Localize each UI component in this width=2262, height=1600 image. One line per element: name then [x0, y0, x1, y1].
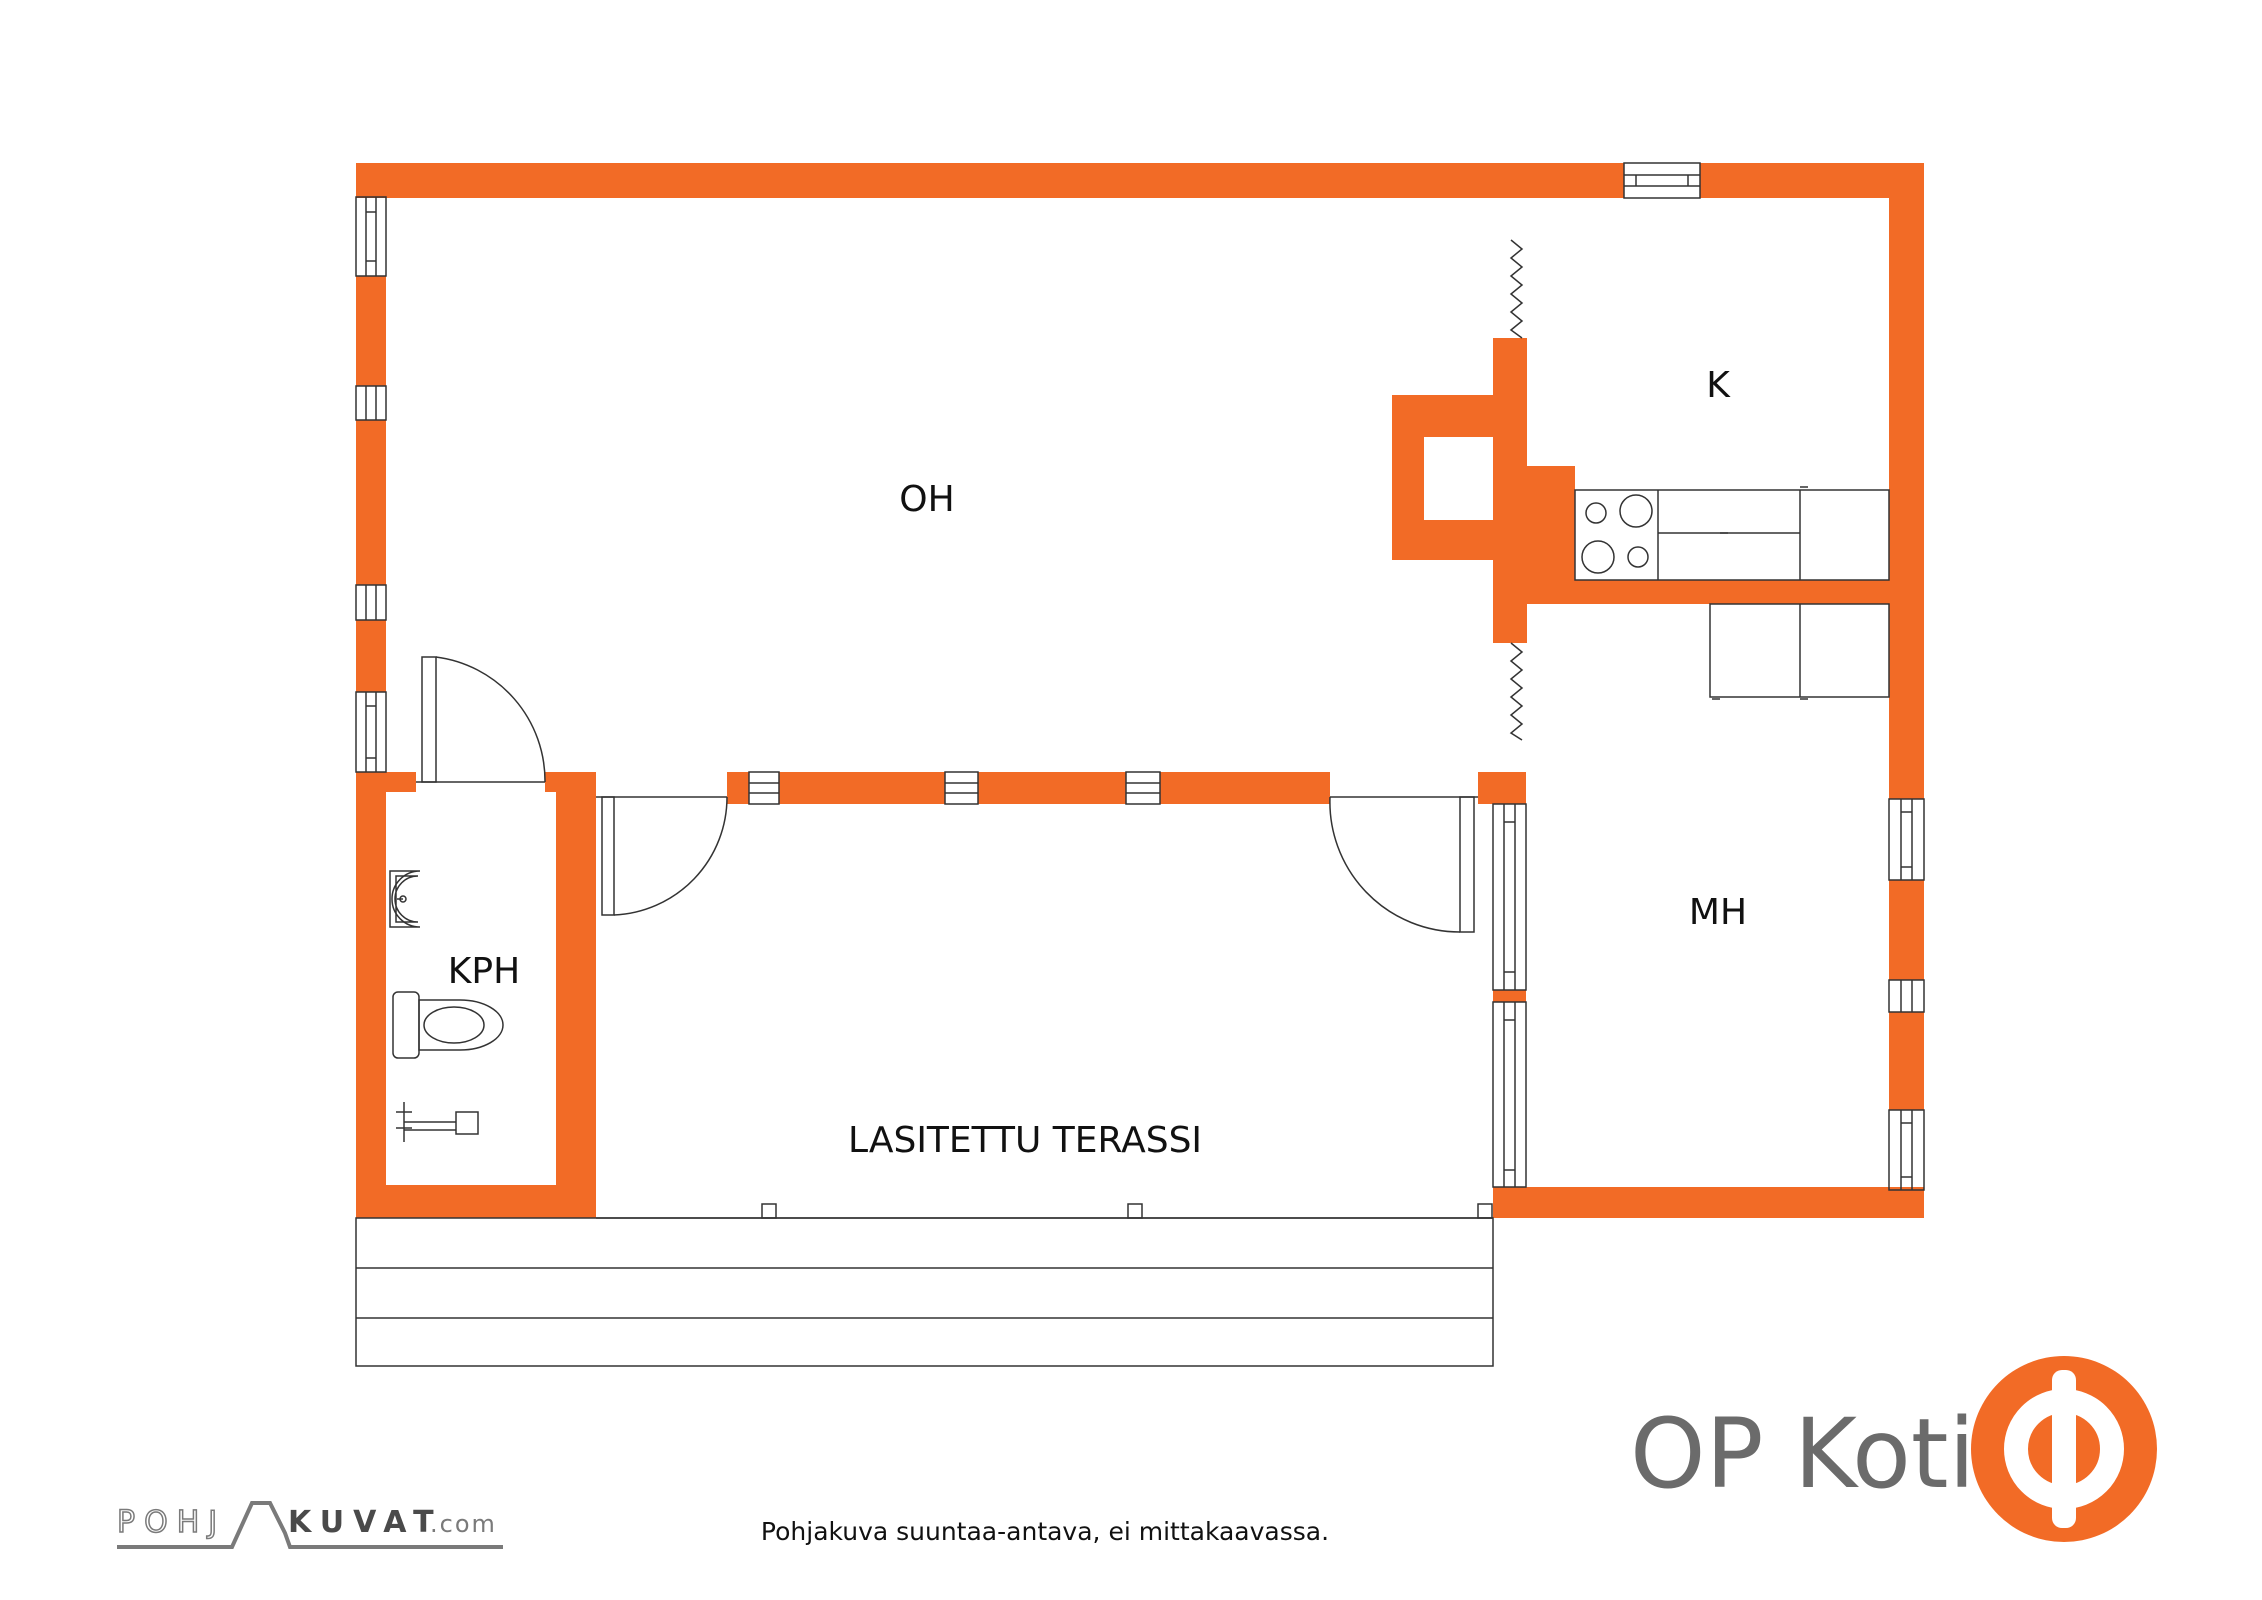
- kitchen-fixtures: [1574, 486, 1890, 700]
- doors: [416, 656, 1478, 933]
- disclaimer-caption: Pohjakuva suuntaa-antava, ei mittakaavas…: [761, 1517, 1329, 1546]
- stove-icon: [1581, 494, 1653, 574]
- pohjakuvat-watermark: POHJ KUVAT .com: [116, 1501, 503, 1549]
- watermark-part2: KUVAT: [288, 1505, 443, 1540]
- bathroom-fixtures: [389, 870, 504, 1142]
- watermark-suffix: .com: [430, 1510, 497, 1538]
- sink-icon: [389, 870, 421, 928]
- room-label-kitchen: K: [1706, 365, 1731, 406]
- op-logo-icon: [1971, 1356, 2157, 1542]
- room-label-bedroom: MH: [1689, 892, 1747, 933]
- room-label-terrace: LASITETTU TERASSI: [848, 1120, 1202, 1161]
- room-label-bathroom: KPH: [448, 951, 520, 992]
- windows: [355, 162, 1925, 1191]
- terrace-deck: [355, 1203, 1494, 1367]
- watermark-part1: POHJ: [117, 1505, 226, 1540]
- shower-icon: [396, 1102, 479, 1142]
- brand-name: OP Koti: [1630, 1398, 1975, 1510]
- opening-marks: [1509, 239, 1524, 741]
- walls: [356, 163, 1924, 1218]
- room-label-living: OH: [899, 479, 954, 520]
- toilet-icon: [392, 991, 504, 1059]
